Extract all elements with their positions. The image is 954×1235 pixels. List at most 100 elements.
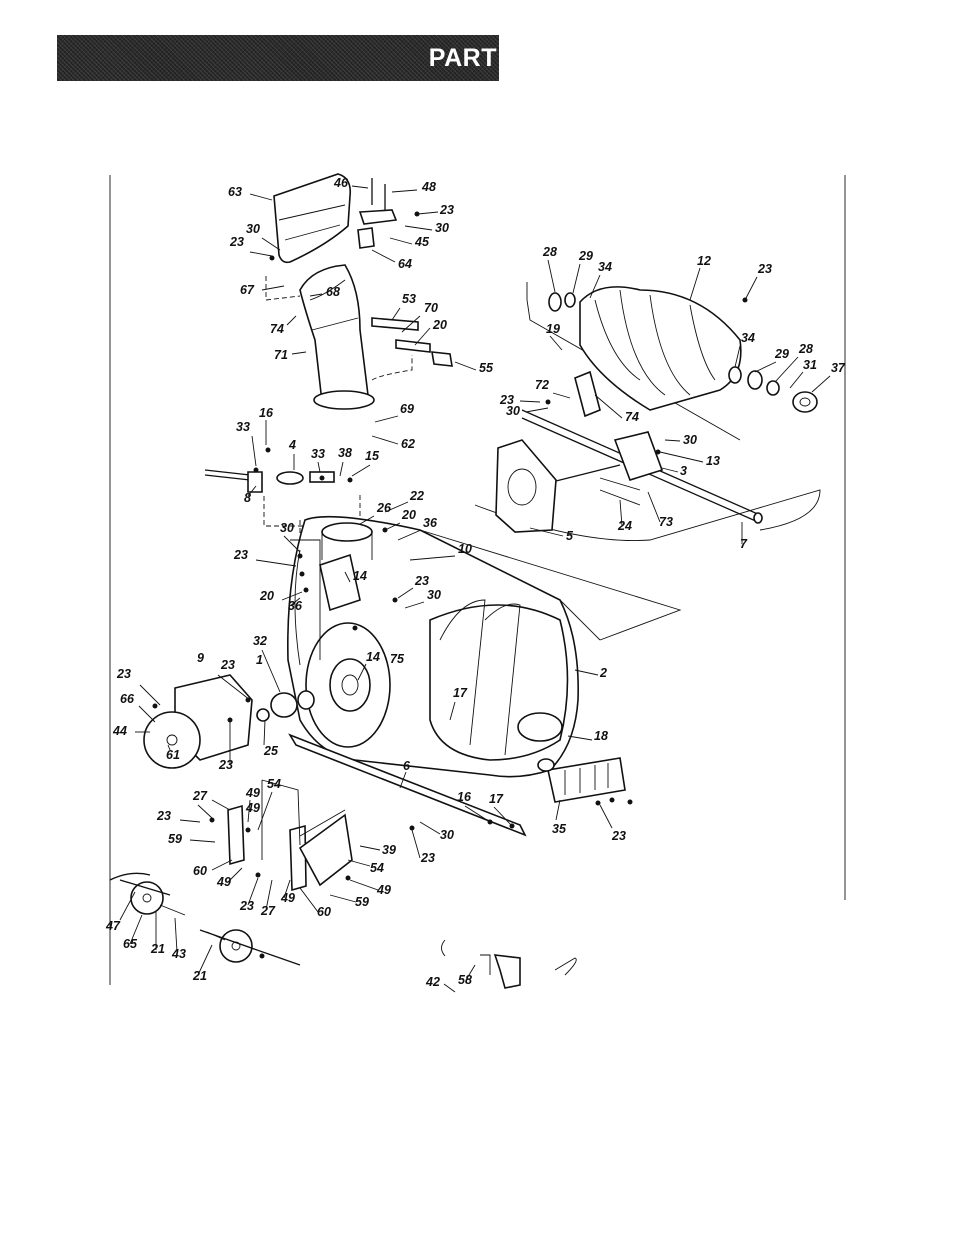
callout-29: 29: [774, 347, 789, 361]
callout-32: 32: [253, 634, 267, 648]
part-55: [431, 351, 453, 367]
callout-33: 33: [236, 420, 250, 434]
callout-23: 23: [420, 851, 435, 865]
callout-21: 21: [150, 942, 165, 956]
callout-21: 21: [192, 969, 207, 983]
chute-base-ring: [313, 390, 375, 410]
callout-30: 30: [506, 404, 520, 418]
callout-23: 23: [499, 393, 514, 407]
callout-20: 20: [432, 318, 447, 332]
section-header-bar: PART: [57, 35, 499, 81]
callout-4: 4: [288, 438, 296, 452]
drive-pulley: [143, 711, 201, 769]
callout-12: 12: [697, 254, 711, 268]
callout-36: 36: [288, 599, 303, 613]
part-72: [574, 370, 601, 418]
callout-9: 9: [197, 651, 204, 665]
callout-28: 28: [798, 342, 813, 356]
callout-46: 46: [333, 176, 349, 190]
callout-44: 44: [112, 724, 127, 738]
callout-19: 19: [546, 322, 560, 336]
callout-54: 54: [267, 777, 281, 791]
callout-3: 3: [680, 464, 687, 478]
idler-pulley-front: [130, 881, 164, 915]
housing-bearing: [517, 712, 563, 742]
callout-58: 58: [458, 973, 472, 987]
callout-6: 6: [403, 759, 411, 773]
callout-28: 28: [542, 245, 557, 259]
callout-16: 16: [259, 406, 274, 420]
callout-20: 20: [259, 589, 274, 603]
callout-68: 68: [326, 285, 340, 299]
callout-59: 59: [168, 832, 182, 846]
callout-1: 1: [256, 653, 263, 667]
callout-65: 65: [123, 937, 138, 951]
callout-42: 42: [425, 975, 440, 989]
callout-15: 15: [365, 449, 380, 463]
callout-59: 59: [355, 895, 369, 909]
callout-34: 34: [741, 331, 755, 345]
callout-60: 60: [317, 905, 331, 919]
callout-23: 23: [757, 262, 772, 276]
callout-7: 7: [740, 537, 748, 551]
callout-2: 2: [599, 666, 607, 680]
callout-30: 30: [683, 433, 697, 447]
callout-34: 34: [598, 260, 612, 274]
section-title: PART: [428, 44, 497, 72]
callout-74: 74: [625, 410, 639, 424]
callout-24: 24: [617, 519, 632, 533]
callout-49: 49: [245, 801, 260, 815]
callout-14: 14: [366, 650, 380, 664]
callout-64: 64: [398, 257, 412, 271]
callout-49: 49: [216, 875, 231, 889]
callout-30: 30: [440, 828, 454, 842]
callout-20: 20: [401, 508, 416, 522]
callout-53: 53: [402, 292, 416, 306]
callout-23: 23: [220, 658, 235, 672]
callout-39: 39: [382, 843, 396, 857]
callout-23: 23: [439, 203, 454, 217]
callout-75: 75: [390, 652, 405, 666]
callout-23: 23: [233, 548, 248, 562]
callout-47: 47: [105, 919, 121, 933]
callout-26: 26: [376, 501, 392, 515]
part-58-bracket: [493, 954, 521, 989]
callout-27: 27: [260, 904, 276, 918]
callout-17: 17: [489, 792, 504, 806]
gear-case: [613, 431, 664, 481]
callout-23: 23: [611, 829, 626, 843]
callout-18: 18: [594, 729, 608, 743]
callout-62: 62: [401, 437, 415, 451]
callout-10: 10: [458, 542, 472, 556]
callout-23: 23: [156, 809, 171, 823]
hardware-fasteners: [152, 211, 748, 959]
callout-67: 67: [240, 283, 255, 297]
callout-55: 55: [479, 361, 494, 375]
callout-31: 31: [803, 358, 817, 372]
callout-36: 36: [423, 516, 438, 530]
callout-33: 33: [311, 447, 325, 461]
callout-5: 5: [566, 529, 574, 543]
callout-61: 61: [166, 748, 180, 762]
callout-30: 30: [435, 221, 449, 235]
bearing-flange: [270, 692, 298, 718]
callout-30: 30: [280, 521, 294, 535]
callout-23: 23: [218, 758, 233, 772]
auger-bearing: [792, 391, 818, 413]
skid-shoe: [547, 757, 626, 803]
callout-30: 30: [246, 222, 260, 236]
auger-spiral: [579, 286, 742, 411]
auger-shaft-end: [753, 512, 763, 524]
chute-deflector: [273, 173, 352, 264]
callout-23: 23: [239, 899, 254, 913]
callout-16: 16: [457, 790, 472, 804]
callout-23: 23: [116, 667, 131, 681]
chute-ring: [321, 522, 373, 542]
callout-45: 45: [414, 235, 430, 249]
callout-48: 48: [421, 180, 436, 194]
callout-38: 38: [338, 446, 352, 460]
callout-43: 43: [171, 947, 186, 961]
idler-pulley-rear: [219, 929, 253, 963]
